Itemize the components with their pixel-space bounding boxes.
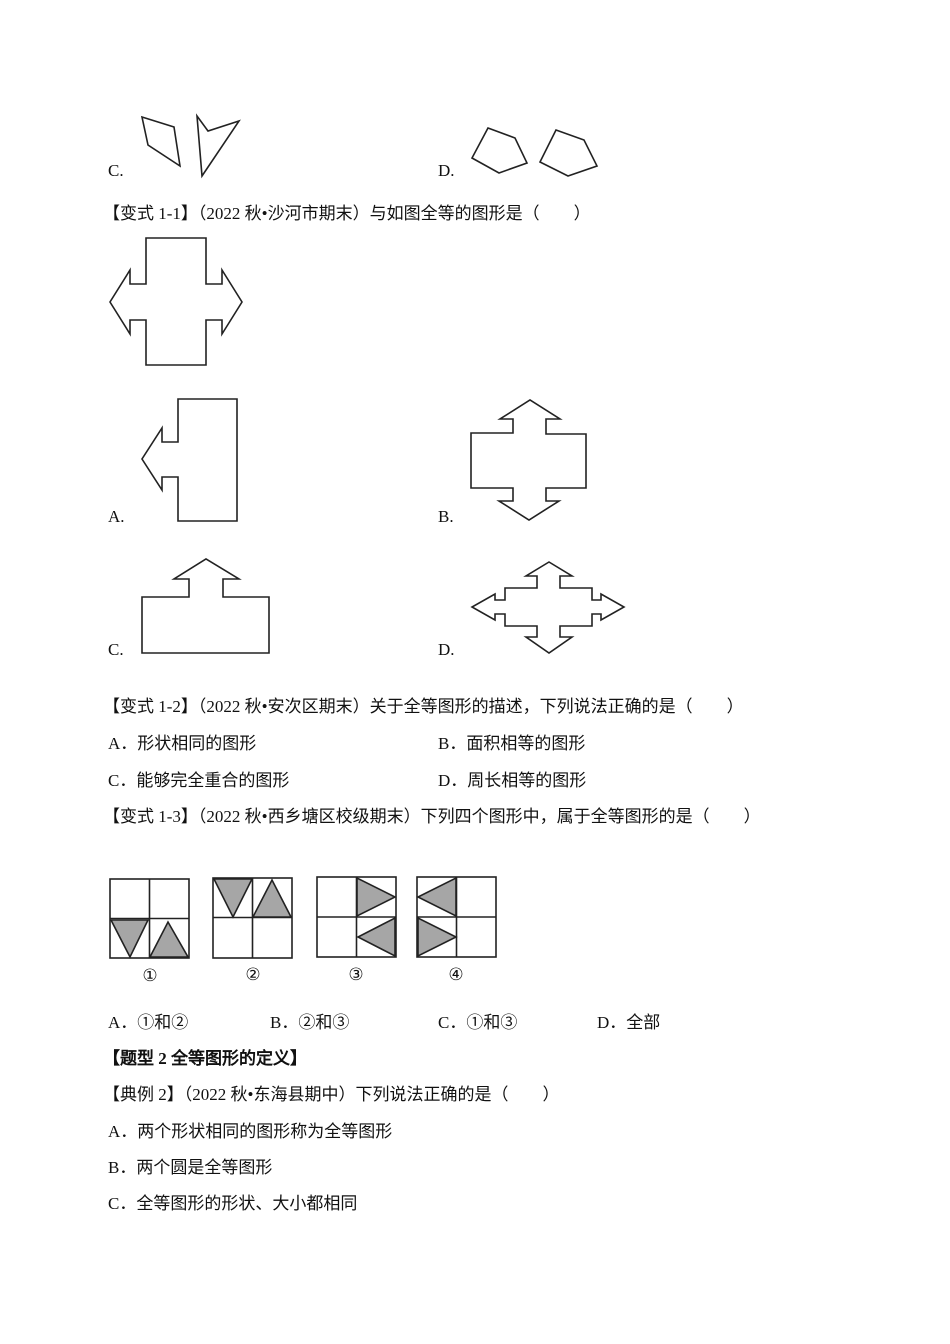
variant-1-1-option-b-label: B. bbox=[438, 507, 454, 526]
variant-1-3-option-d: D．全部 bbox=[597, 1013, 660, 1033]
example-2-option-c: C．全等图形的形状、大小都相同 bbox=[108, 1194, 357, 1214]
figure-3-grid bbox=[316, 876, 397, 958]
figure-4-caption: ④ bbox=[448, 965, 464, 984]
question-title-variant-1-3: 【变式 1-3】（2022 秋•西乡塘区校级期末）下列四个图形中，属于全等图形的… bbox=[103, 807, 761, 826]
option-c-figure bbox=[140, 113, 241, 179]
variant-1-1-option-b-figure bbox=[470, 399, 587, 521]
variant-1-3-option-b: B．②和③ bbox=[270, 1013, 349, 1033]
option-label: B． bbox=[270, 1013, 299, 1032]
option-label: D． bbox=[597, 1013, 627, 1032]
variant-1-3-option-c: C．①和③ bbox=[438, 1013, 517, 1033]
variant-1-1-option-a-figure bbox=[141, 398, 238, 522]
option-label: A． bbox=[108, 1122, 138, 1141]
option-text: 全部 bbox=[626, 1013, 661, 1032]
option-text: 全等图形的形状、大小都相同 bbox=[136, 1194, 358, 1213]
option-label: B． bbox=[438, 734, 467, 753]
option-text: ①和② bbox=[137, 1013, 189, 1032]
example-2-option-b: B．两个圆是全等图形 bbox=[108, 1158, 272, 1178]
variant-1-3-figures bbox=[109, 876, 497, 959]
figure-1-grid bbox=[109, 878, 190, 959]
question-title-example-2: 【典例 2】（2022 秋•东海县期中）下列说法正确的是（ ） bbox=[103, 1085, 560, 1104]
option-text: 两个圆是全等图形 bbox=[136, 1158, 273, 1177]
option-label: B． bbox=[108, 1158, 137, 1177]
figure-4-grid bbox=[416, 876, 497, 958]
option-d-figure bbox=[470, 127, 599, 177]
option-text: ①和③ bbox=[466, 1013, 518, 1032]
option-c-label: C. bbox=[108, 161, 124, 180]
question-title-variant-1-1: 【变式 1-1】（2022 秋•沙河市期末）与如图全等的图形是（ ） bbox=[103, 204, 591, 223]
option-label: C． bbox=[108, 1194, 137, 1213]
figure-2-grid bbox=[212, 877, 293, 959]
variant-1-1-option-c-label: C. bbox=[108, 640, 124, 659]
option-d-label: D. bbox=[438, 161, 455, 180]
example-2-option-a: A．两个形状相同的图形称为全等图形 bbox=[108, 1122, 392, 1142]
figure-1-caption: ① bbox=[142, 966, 158, 985]
variant-1-1-option-c-figure bbox=[141, 558, 270, 654]
option-text: ②和③ bbox=[298, 1013, 350, 1032]
variant-1-2-option-a: A．形状相同的图形 bbox=[108, 734, 256, 754]
reference-figure-double-arrow bbox=[109, 237, 243, 366]
variant-1-1-option-d-figure bbox=[470, 561, 626, 654]
option-text: 面积相等的图形 bbox=[466, 734, 586, 753]
option-text: 形状相同的图形 bbox=[137, 734, 257, 753]
variant-1-3-option-a: A．①和② bbox=[108, 1013, 188, 1033]
variant-1-2-option-b: B．面积相等的图形 bbox=[438, 734, 585, 754]
variant-1-1-option-a-label: A. bbox=[108, 507, 125, 526]
section-heading-type-2: 【题型 2 全等图形的定义】 bbox=[103, 1049, 307, 1068]
figure-2-caption: ② bbox=[245, 965, 261, 984]
question-title-variant-1-2: 【变式 1-2】（2022 秋•安次区期末）关于全等图形的描述，下列说法正确的是… bbox=[103, 697, 744, 716]
option-text: 两个形状相同的图形称为全等图形 bbox=[137, 1122, 393, 1141]
option-label: A． bbox=[108, 1013, 138, 1032]
variant-1-1-option-d-label: D. bbox=[438, 640, 455, 659]
option-label: D． bbox=[438, 771, 468, 790]
variant-1-2-option-d: D．周长相等的图形 bbox=[438, 771, 586, 791]
variant-1-2-option-c: C．能够完全重合的图形 bbox=[108, 771, 289, 791]
figure-3-caption: ③ bbox=[348, 965, 364, 984]
option-label: C． bbox=[108, 771, 137, 790]
option-text: 周长相等的图形 bbox=[467, 771, 587, 790]
option-text: 能够完全重合的图形 bbox=[136, 771, 290, 790]
option-label: C． bbox=[438, 1013, 467, 1032]
option-label: A． bbox=[108, 734, 138, 753]
